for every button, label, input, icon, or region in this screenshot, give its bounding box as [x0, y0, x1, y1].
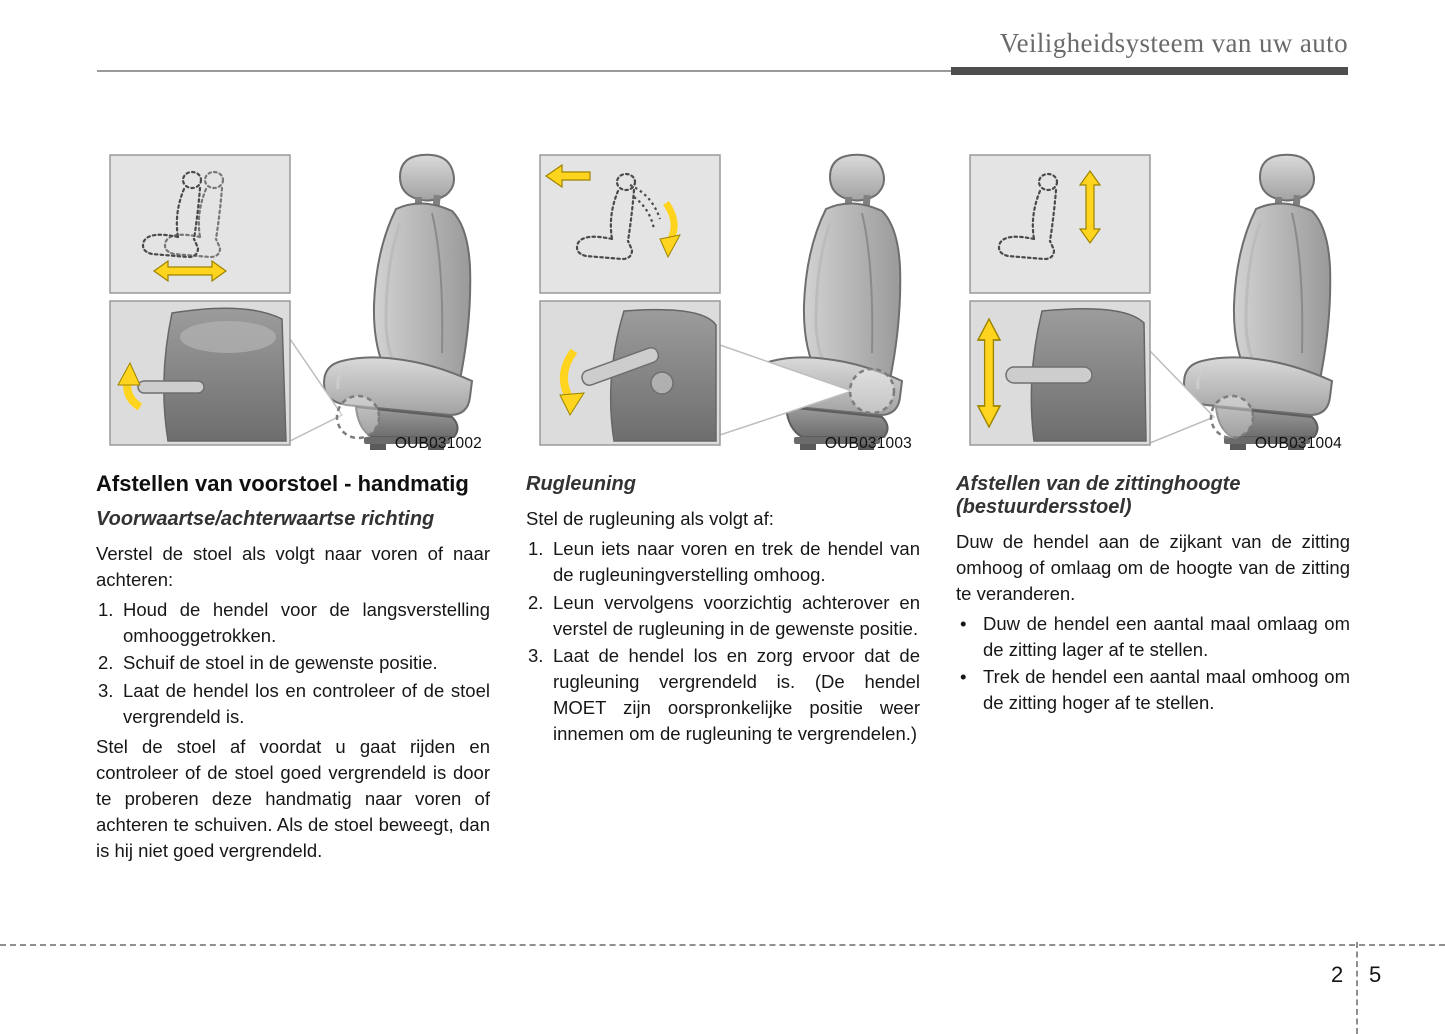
- page-number-divider: [1356, 942, 1358, 1034]
- motion-inset: [969, 154, 1151, 294]
- lever-inset: [109, 300, 291, 446]
- page-number-value: 5: [1369, 962, 1382, 987]
- column-seat-slide: OUB031002 Afstellen van voorstoel - hand…: [96, 145, 490, 868]
- lever-pivot: [650, 371, 674, 395]
- step-item: Leun vervolgens voorzichtig achterover e…: [528, 590, 920, 639]
- left-arrow-icon: [544, 163, 591, 189]
- figure-code: OUB031003: [824, 435, 912, 452]
- step-item: Laat de hendel los en controleer of de s…: [98, 678, 490, 728]
- steps-list: Leun iets naar voren en trek de hendel v…: [526, 536, 920, 747]
- column-seat-height: OUB031004 Afstellen van de zittinghoogte…: [956, 145, 1350, 868]
- chapter-number: 2: [1331, 962, 1344, 987]
- note-text: Stel de stoel af voordat u gaat rijden e…: [96, 736, 490, 861]
- bullet-item: Trek de hendel een aantal maal omhoog om…: [956, 664, 1350, 716]
- page-title: Veiligheidsysteem van uw auto: [999, 28, 1348, 58]
- dashed-circle-lever-location: [335, 394, 381, 440]
- content-columns: OUB031002 Afstellen van voorstoel - hand…: [96, 145, 1350, 868]
- figure-seat-height: OUB031004: [956, 145, 1350, 455]
- lever-inset: [539, 300, 721, 446]
- bullet-item: Duw de hendel een aantal maal omlaag om …: [956, 611, 1350, 663]
- section-subheading: Voorwaartse/achterwaartse richting: [96, 507, 435, 530]
- height-lever: [1005, 366, 1093, 384]
- seat-height-illustration: [969, 153, 1334, 452]
- figure-code: OUB031002: [394, 435, 482, 452]
- column-seatback: OUB031003 Rugleuning Stel de rugleuning …: [526, 145, 920, 868]
- intro-text: Duw de hendel aan de zijkant van de zitt…: [956, 531, 1350, 604]
- step-item: Leun iets naar voren en trek de hendel v…: [528, 536, 920, 585]
- dashed-circle-lever-location: [1209, 394, 1255, 440]
- seatback-illustration: [539, 153, 904, 452]
- figure-seatback-recline: OUB031003: [526, 145, 920, 455]
- pull-arrowhead-icon: [559, 392, 585, 417]
- recline-arc: [633, 196, 656, 230]
- step-item: Schuif de stoel in de gewenste positie.: [98, 650, 438, 676]
- figure-seat-slide: OUB031002: [96, 145, 490, 455]
- motion-inset: [539, 154, 721, 294]
- dashed-circle-lever-location: [848, 367, 896, 415]
- page-number: 2 5: [1323, 942, 1393, 1034]
- recline-arrowhead-icon: [659, 234, 681, 259]
- footer-dashed-line: [0, 944, 1445, 946]
- recline-arc: [629, 183, 662, 220]
- page-header: Veiligheidsysteem van uw auto: [97, 28, 1348, 75]
- steps-list: Houd de hendel voor de langsverstelling …: [96, 597, 490, 730]
- intro-text: Verstel de stoel als volgt naar voren of…: [96, 542, 490, 590]
- header-rule: [97, 67, 1348, 75]
- seat-side-view: [1182, 153, 1334, 452]
- section-subheading: Afstellen van de zittinghoogte (bestuurd…: [956, 473, 1241, 518]
- step-item: Laat de hendel los en zorg ervoor dat de…: [528, 643, 920, 745]
- recline-lever: [581, 346, 660, 386]
- header-rule-thick: [951, 67, 1348, 75]
- pull-up-arrowhead-icon: [117, 361, 141, 386]
- section-subheading: Rugleuning: [526, 473, 636, 495]
- motion-inset: [109, 154, 291, 294]
- page-footer: 2 5: [0, 942, 1445, 1034]
- seat-slide-illustration: [109, 153, 474, 452]
- slide-lever: [137, 380, 205, 394]
- lever-inset: [969, 300, 1151, 446]
- bullets-list: Duw de hendel een aantal maal omlaag om …: [956, 611, 1350, 717]
- section-heading: Afstellen van voorstoel - handmatig: [96, 471, 469, 496]
- step-item: Houd de hendel voor de langsverstelling …: [98, 597, 490, 646]
- header-rule-thin: [97, 70, 1348, 72]
- figure-code: OUB031004: [1254, 435, 1342, 452]
- intro-text: Stel de rugleuning als volgt af:: [526, 508, 774, 529]
